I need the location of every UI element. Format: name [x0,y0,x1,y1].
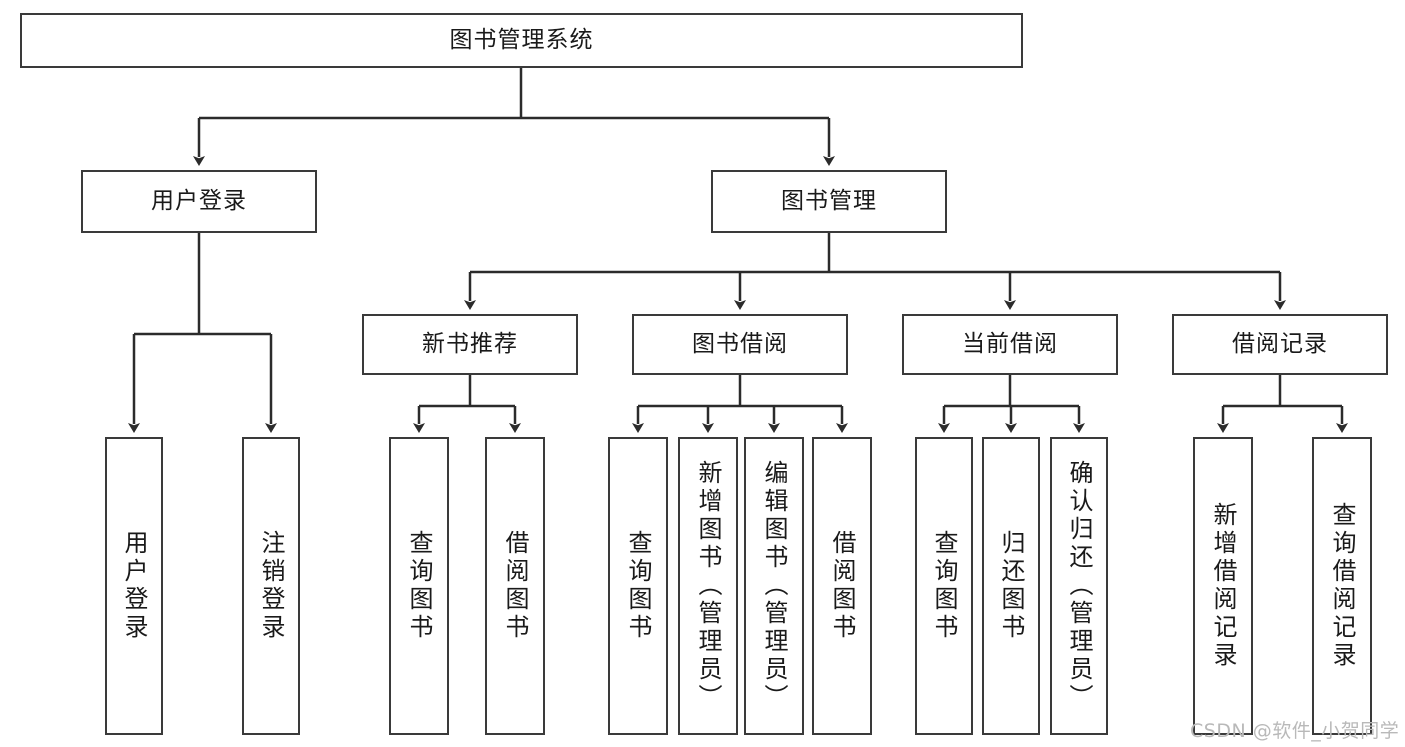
node-records[interactable]: 借阅记录 [1172,314,1388,375]
node-label: 查询图书 [624,530,652,642]
node-leaf-current-1[interactable]: 查询图书 [915,437,973,735]
node-label: 借阅记录 [1232,330,1328,357]
node-label: 编辑图书（管理员） [760,460,788,712]
node-label: 新增借阅记录 [1209,502,1237,670]
node-leaf-current-2[interactable]: 归还图书 [982,437,1040,735]
node-label: 新书推荐 [422,330,518,357]
node-label: 查询图书 [405,530,433,642]
node-label: 注销登录 [257,530,285,642]
node-label: 借阅图书 [828,530,856,642]
node-leaf-newrec-1[interactable]: 查询图书 [389,437,449,735]
node-borrow[interactable]: 图书借阅 [632,314,848,375]
node-label: 用户登录 [120,530,148,642]
node-leaf-login-1[interactable]: 用户登录 [105,437,163,735]
node-label: 确认归还（管理员） [1065,460,1093,712]
node-current[interactable]: 当前借阅 [902,314,1118,375]
node-label: 图书管理 [781,187,877,214]
node-leaf-borrow-4[interactable]: 借阅图书 [812,437,872,735]
node-label: 借阅图书 [501,530,529,642]
node-label: 图书管理系统 [449,26,594,53]
node-leaf-login-2[interactable]: 注销登录 [242,437,300,735]
node-login[interactable]: 用户登录 [81,170,317,233]
node-label: 当前借阅 [962,330,1058,357]
node-leaf-newrec-2[interactable]: 借阅图书 [485,437,545,735]
node-newrec[interactable]: 新书推荐 [362,314,578,375]
node-leaf-current-3[interactable]: 确认归还（管理员） [1050,437,1108,735]
node-leaf-borrow-1[interactable]: 查询图书 [608,437,668,735]
node-leaf-records-1[interactable]: 新增借阅记录 [1193,437,1253,735]
node-label: 归还图书 [997,530,1025,642]
node-bookmgr[interactable]: 图书管理 [711,170,947,233]
node-label: 新增图书（管理员） [694,460,722,712]
node-label: 图书借阅 [692,330,788,357]
node-root[interactable]: 图书管理系统 [20,13,1023,68]
node-leaf-borrow-2[interactable]: 新增图书（管理员） [678,437,738,735]
node-label: 用户登录 [151,187,247,214]
node-leaf-borrow-3[interactable]: 编辑图书（管理员） [744,437,804,735]
csdn-watermark: CSDN @软件_小贺同学 [1190,720,1400,742]
node-label: 查询图书 [930,530,958,642]
node-leaf-records-2[interactable]: 查询借阅记录 [1312,437,1372,735]
node-label: 查询借阅记录 [1328,502,1356,670]
